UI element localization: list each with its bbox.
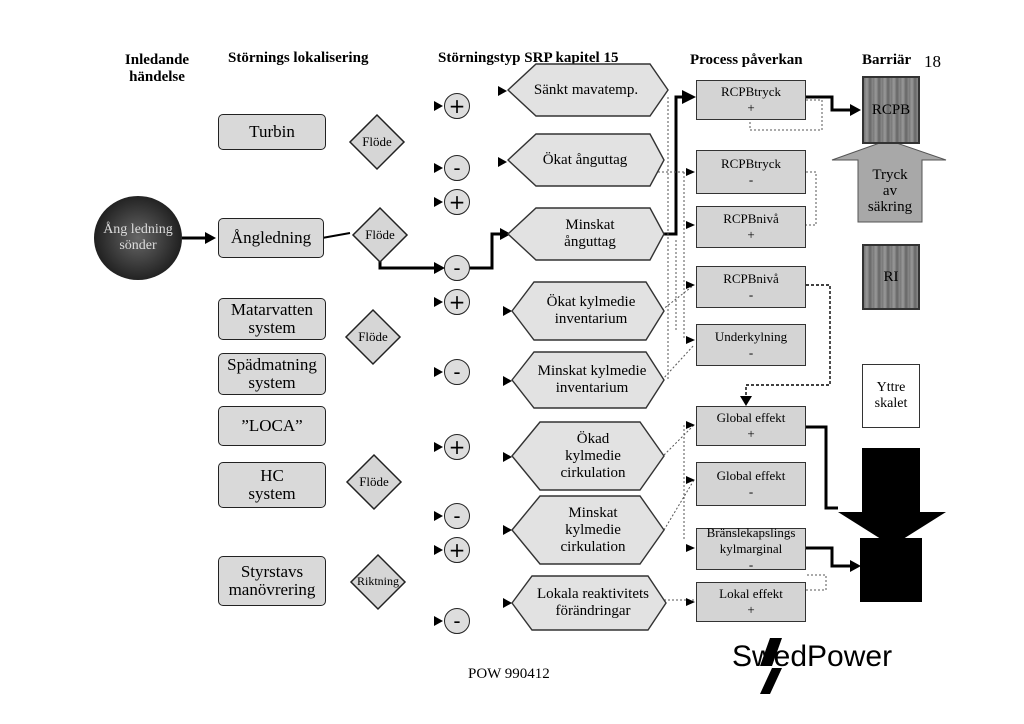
- diamond-label: Flöde: [365, 227, 395, 242]
- sign-plus: +: [444, 434, 470, 460]
- barrier-rcpb: RCPB: [862, 76, 920, 144]
- type-lokala-reaktivitets: Lokala reaktivitets förändringar: [536, 586, 650, 619]
- barrier-outer-shell: Yttre skalet: [862, 364, 920, 428]
- sign-minus: -: [444, 155, 470, 181]
- location-spadmatning: Spädmatning system: [218, 353, 326, 395]
- footer-code: POW 990412: [468, 666, 550, 682]
- header-disturbance-location: Störnings lokalisering: [228, 50, 369, 66]
- diamond-label: Flöde: [362, 134, 392, 149]
- page-number: 18: [924, 52, 941, 71]
- type-okat-anguttag: Ökat ånguttag: [542, 151, 628, 168]
- location-loca: ”LOCA”: [218, 406, 326, 446]
- swedpower-logo: SwedPower: [732, 640, 892, 674]
- location-styrstavs: Styrstavs manövrering: [218, 556, 326, 606]
- barrier-ri: RI: [862, 244, 920, 310]
- process-global-effekt-minus: Global effekt-: [696, 462, 806, 506]
- header-barrier: Barriär: [862, 52, 912, 68]
- process-underkylning: Underkylning-: [696, 324, 806, 366]
- sign-minus: -: [444, 608, 470, 634]
- header-initial-event: Inledande händelse: [124, 52, 190, 85]
- diamond-shape: [344, 308, 402, 366]
- diamond-label: Flöde: [359, 474, 389, 489]
- process-rcpbtryck-plus: RCPBtryck+: [696, 80, 806, 120]
- process-bransle-kylmarginal: Bränslekapslings kylmarginal-: [696, 525, 806, 572]
- type-minskat-kylmedie-cirkulation: Minskat kylmedie cirkulation: [560, 504, 626, 555]
- header-process-effect: Process påverkan: [690, 52, 803, 68]
- sign-plus: +: [444, 537, 470, 563]
- process-global-effekt-plus: Global effekt+: [696, 406, 806, 446]
- location-angledning: Ångledning: [218, 218, 324, 258]
- type-okad-kylmedie-cirkulation: Ökad kylmedie cirkulation: [560, 430, 626, 481]
- diamond-shape: [351, 206, 409, 264]
- swedpower-logo-mark: [760, 638, 782, 694]
- diamond-label: Flöde: [358, 329, 388, 344]
- header-disturbance-type: Störningstyp SRP kapitel 15: [438, 50, 619, 66]
- location-turbin: Turbin: [218, 114, 326, 150]
- type-okat-kylmedie-inventarium: Ökat kylmedie inventarium: [546, 294, 636, 327]
- diamond-label: Riktning: [356, 574, 399, 588]
- type-sankt-mavatemp: Sänkt mavatemp.: [533, 81, 639, 98]
- initial-event-label: Ång ledning sönder: [103, 222, 173, 253]
- sign-minus: -: [444, 255, 470, 281]
- initial-event-node: Ång ledning sönder: [94, 196, 182, 280]
- sign-minus: -: [444, 359, 470, 385]
- sign-plus: +: [444, 189, 470, 215]
- logo-text: SwedPower: [732, 640, 893, 673]
- sign-minus: -: [444, 503, 470, 529]
- process-rcpbniva-plus: RCPBnivå+: [696, 206, 806, 248]
- type-minskat-anguttag: Minskat ånguttag: [564, 217, 616, 250]
- location-hc-system: HC system: [218, 462, 326, 508]
- type-minskat-kylmedie-inventarium: Minskat kylmedie inventarium: [537, 363, 647, 396]
- diamond-shape: [345, 453, 403, 511]
- process-lokal-effekt: Lokal effekt+: [696, 582, 806, 622]
- location-matarvatten: Matarvatten system: [218, 298, 326, 340]
- sign-plus: +: [444, 93, 470, 119]
- diamond-shape: [349, 553, 407, 611]
- barrier-pressure-relief: Tryck av säkring: [867, 167, 913, 215]
- sign-plus: +: [444, 289, 470, 315]
- process-rcpbtryck-minus: RCPBtryck-: [696, 150, 806, 194]
- diamond-shape: [348, 113, 406, 171]
- process-rcpbniva-minus: RCPBnivå-: [696, 266, 806, 308]
